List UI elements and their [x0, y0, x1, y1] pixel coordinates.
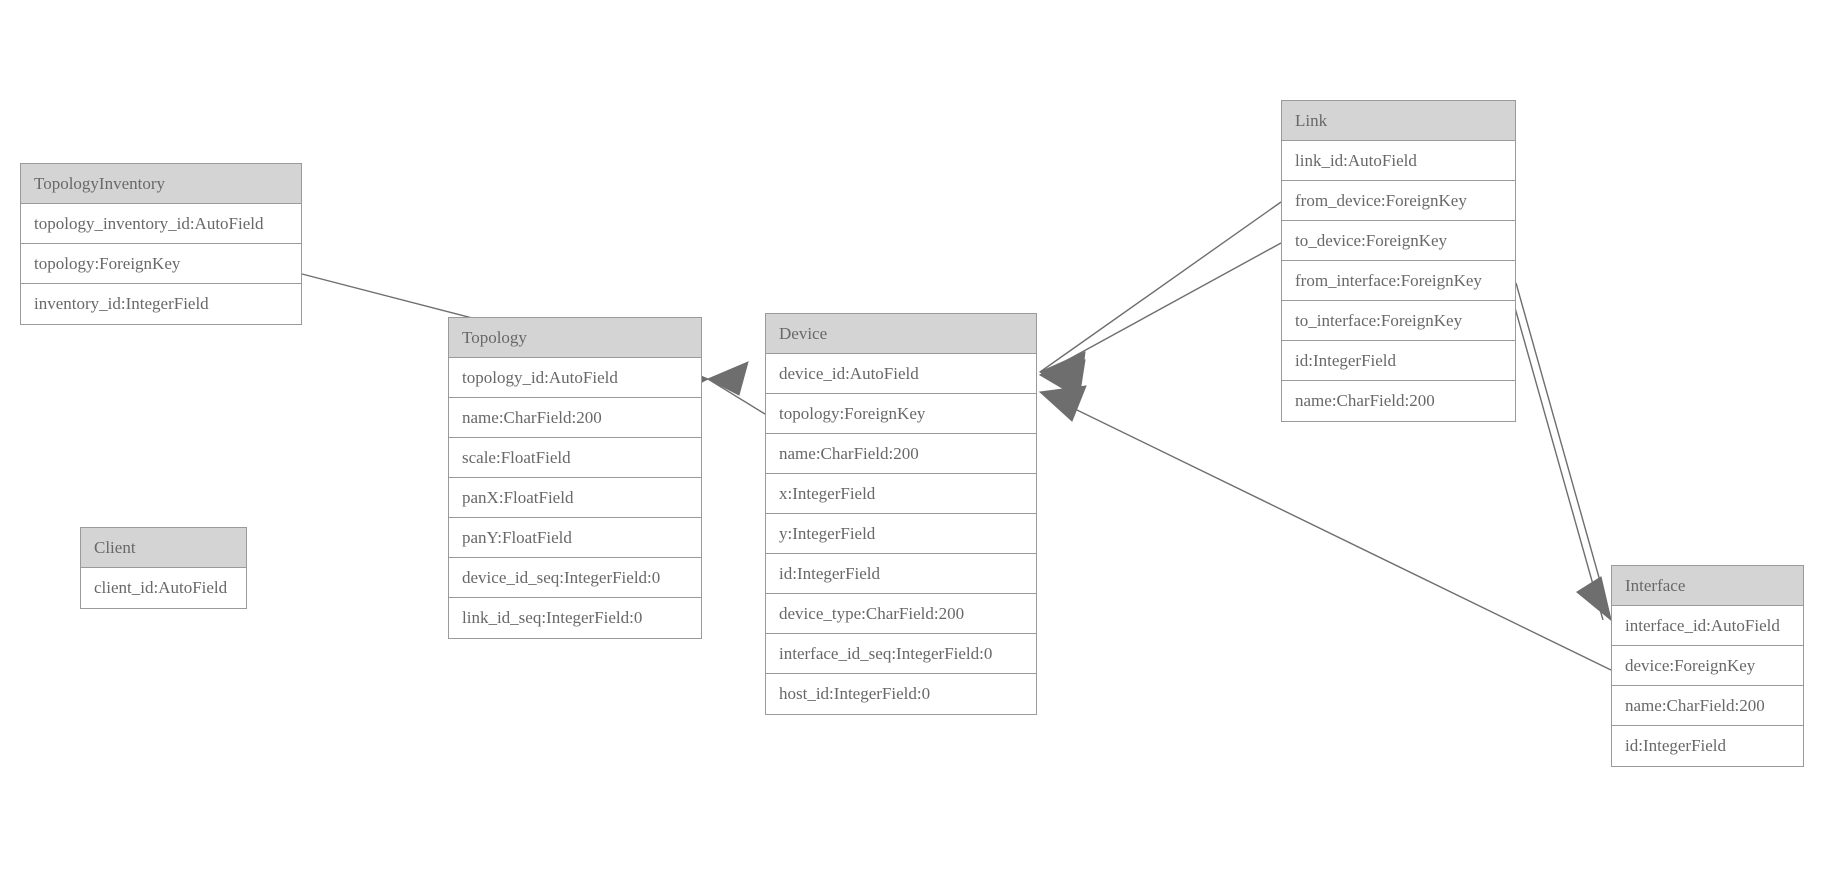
relationship-line-device-topology	[707, 378, 766, 415]
entity-field-row: host_id:IntegerField:0	[766, 674, 1036, 714]
relationship-arrowhead-link-from-device	[1038, 351, 1086, 394]
entity-title-device: Device	[766, 314, 1036, 354]
entity-field-row: id:IntegerField	[1612, 726, 1803, 766]
entity-field-row: id:IntegerField	[766, 554, 1036, 594]
relationship-arrowhead-interface-device	[1038, 385, 1087, 422]
entity-field-row: id:IntegerField	[1282, 341, 1515, 381]
entity-field-row: y:IntegerField	[766, 514, 1036, 554]
entity-field-row: device_id_seq:IntegerField:0	[449, 558, 701, 598]
entity-field-row: from_interface:ForeignKey	[1282, 261, 1515, 301]
entity-field-row: link_id:AutoField	[1282, 141, 1515, 181]
entity-field-row: device_id:AutoField	[766, 354, 1036, 394]
relationship-line-link-from-device	[1039, 201, 1282, 373]
entity-field-row: name:CharField:200	[1612, 686, 1803, 726]
entity-field-row: to_device:ForeignKey	[1282, 221, 1515, 261]
entity-field-row: interface_id:AutoField	[1612, 606, 1803, 646]
entity-title-topology: Topology	[449, 318, 701, 358]
relationship-line-link-to-device	[1039, 242, 1282, 376]
relationship-arrowhead-link-from-interface	[1576, 576, 1612, 622]
entity-title-link: Link	[1282, 101, 1515, 141]
entity-field-row: link_id_seq:IntegerField:0	[449, 598, 701, 638]
entity-field-row: from_device:ForeignKey	[1282, 181, 1515, 221]
relationship-arrowhead-device-topology	[706, 361, 749, 396]
entity-field-row: name:CharField:200	[449, 398, 701, 438]
entity-field-row: name:CharField:200	[766, 434, 1036, 474]
entity-field-row: device_type:CharField:200	[766, 594, 1036, 634]
relationship-line-interface-device	[1039, 391, 1612, 671]
entity-field-row: topology:ForeignKey	[21, 244, 301, 284]
relationship-arrowhead-link-to-device	[1038, 359, 1086, 399]
entity-field-row: name:CharField:200	[1282, 381, 1515, 421]
entity-field-row: x:IntegerField	[766, 474, 1036, 514]
entity-field-row: scale:FloatField	[449, 438, 701, 478]
relationship-line-link-from-interface	[1515, 282, 1612, 621]
entity-field-row: device:ForeignKey	[1612, 646, 1803, 686]
entity-field-row: client_id:AutoField	[81, 568, 246, 608]
entity-field-row: panY:FloatField	[449, 518, 701, 558]
entity-field-row: topology_id:AutoField	[449, 358, 701, 398]
entity-field-row: to_interface:ForeignKey	[1282, 301, 1515, 341]
entity-field-row: inventory_id:IntegerField	[21, 284, 301, 324]
entity-field-row: topology:ForeignKey	[766, 394, 1036, 434]
relationship-line-link-to-interface	[1507, 282, 1604, 621]
entity-title-client: Client	[81, 528, 246, 568]
entity-title-topology-inventory: TopologyInventory	[21, 164, 301, 204]
entity-field-row: topology_inventory_id:AutoField	[21, 204, 301, 244]
relationship-arrowhead-link-to-interface	[1576, 576, 1612, 622]
entity-field-row: panX:FloatField	[449, 478, 701, 518]
entity-title-interface: Interface	[1612, 566, 1803, 606]
entity-field-row: interface_id_seq:IntegerField:0	[766, 634, 1036, 674]
